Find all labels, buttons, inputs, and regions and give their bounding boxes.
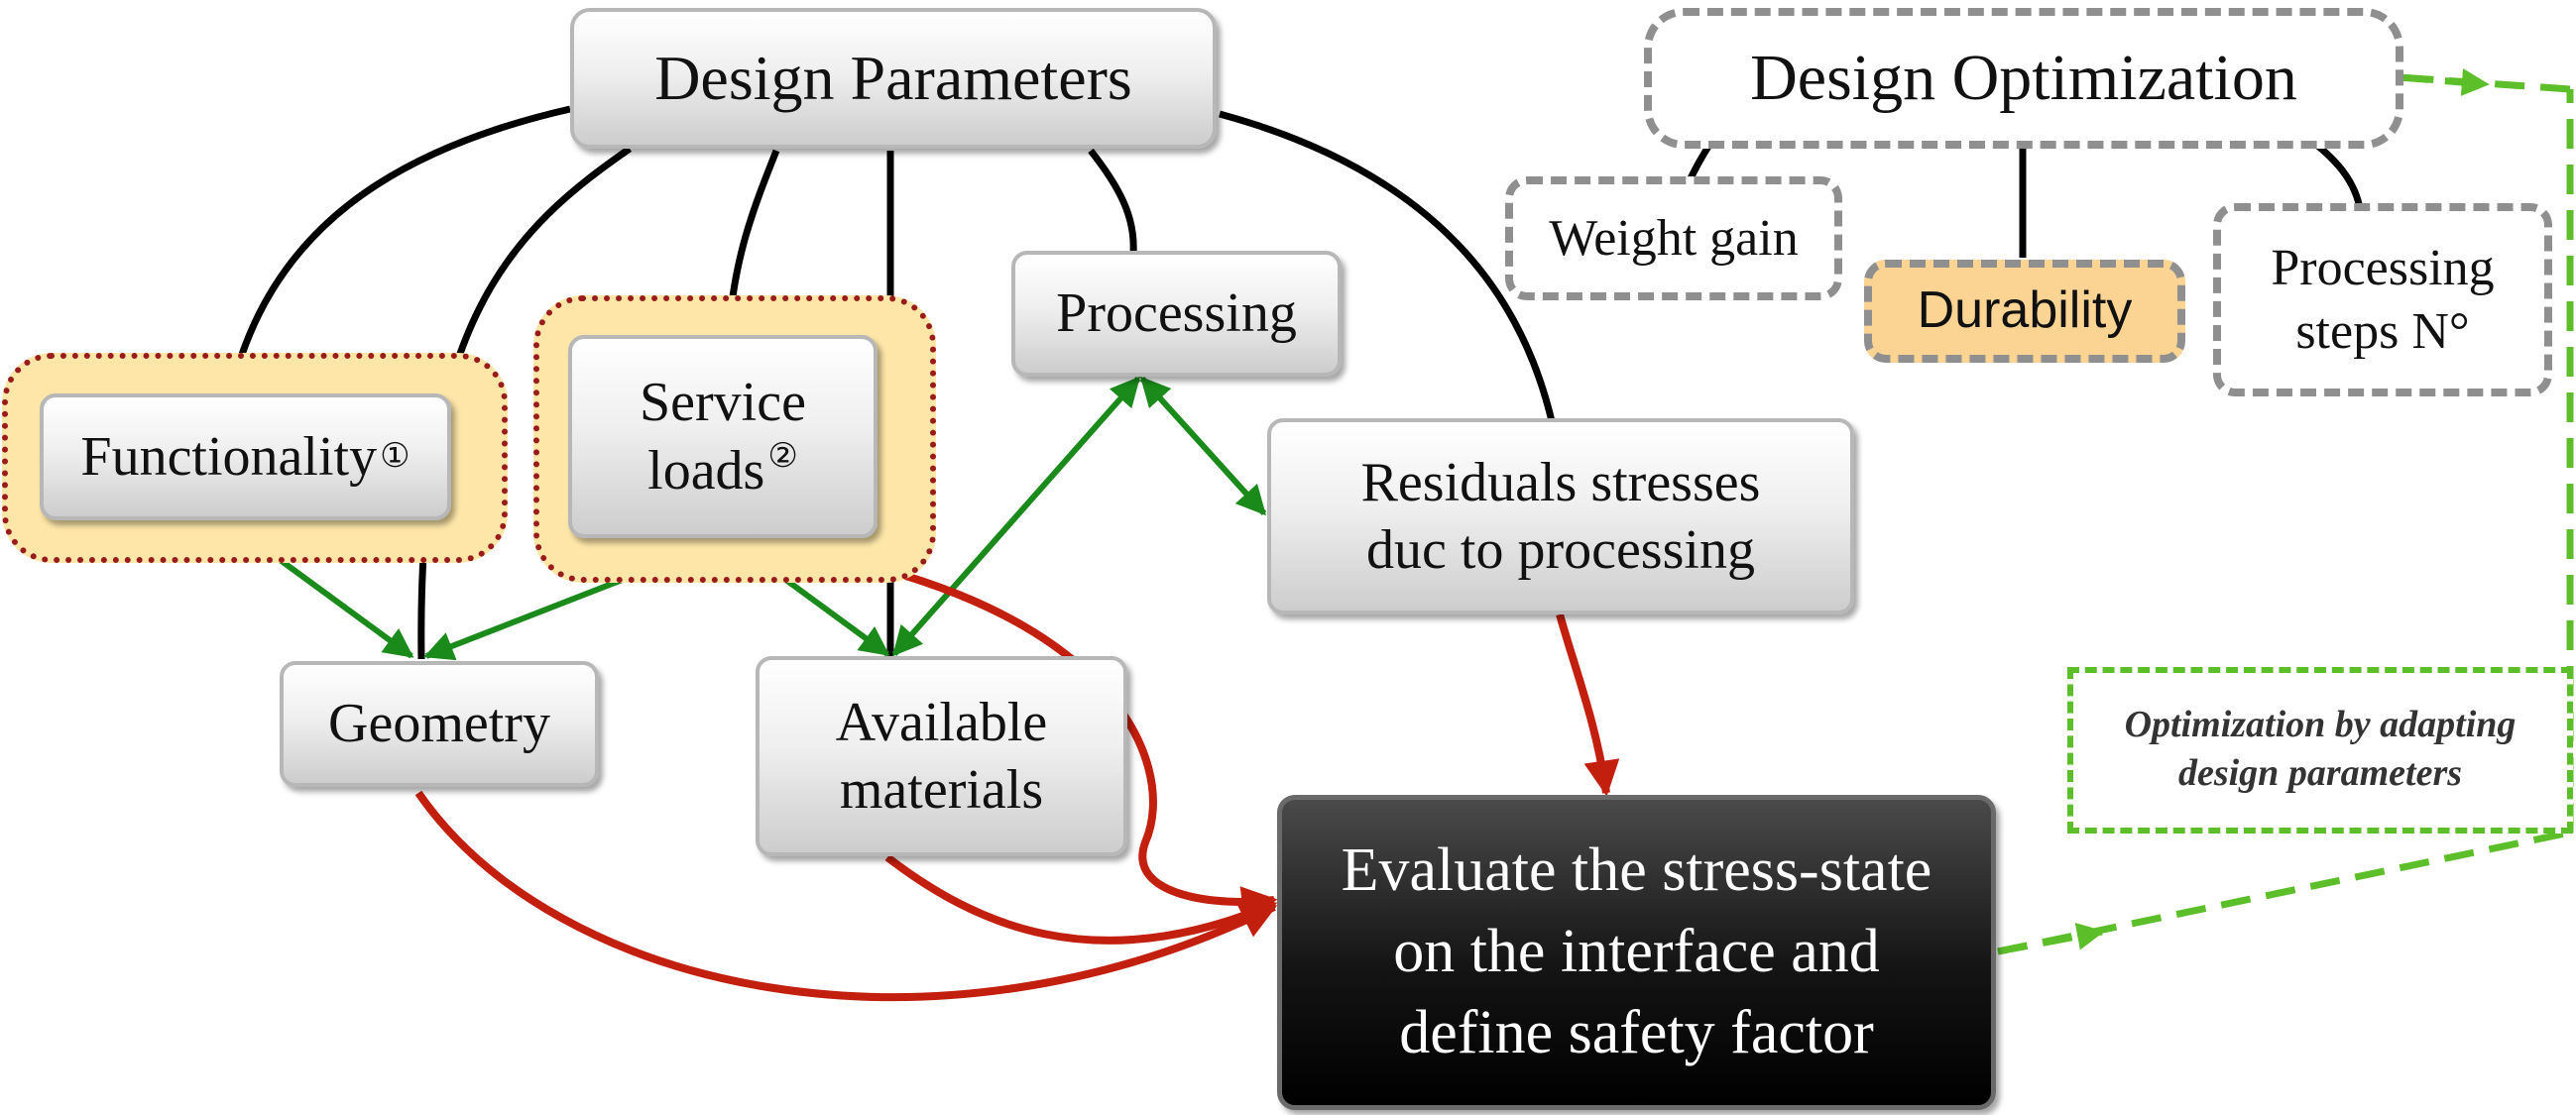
evaluate-line1: Evaluate the stress-state xyxy=(1341,836,1932,905)
durability-node: Durability xyxy=(1864,260,2185,363)
link-to-functionality xyxy=(226,105,571,397)
weight-gain-node: Weight gain xyxy=(1505,176,1842,300)
circled-number-one: ① xyxy=(380,438,410,476)
circled-number-two: ② xyxy=(767,438,798,475)
service-loads-line2-wrap: loads② xyxy=(647,436,798,504)
optimization-annotation-box: Optimization by adapting design paramete… xyxy=(2067,667,2573,834)
geometry-node: Geometry xyxy=(280,661,599,787)
weight-gain-label: Weight gain xyxy=(1549,209,1799,267)
flow-geometry-to-evaluate xyxy=(414,790,1278,1002)
residual-stresses-line1: Residuals stresses xyxy=(1360,451,1761,513)
processing-steps-line2: steps N° xyxy=(2295,302,2470,360)
evaluate-line3: define safety factor xyxy=(1399,998,1874,1066)
design-optimization-label: Design Optimization xyxy=(1750,41,2297,114)
feedback-arrowhead-lower xyxy=(1997,922,2105,955)
residual-stresses-line2: duc to processing xyxy=(1366,519,1755,581)
available-materials-node: Available materials xyxy=(756,656,1127,856)
service-loads-node: Service loads② xyxy=(568,335,878,538)
functionality-label: Functionality xyxy=(80,425,378,488)
processing-label: Processing xyxy=(1056,282,1297,345)
annotation-line2: design parameters xyxy=(2177,752,2463,795)
design-parameters-node: Design Parameters xyxy=(570,8,1217,149)
design-optimization-node: Design Optimization xyxy=(1644,8,2403,149)
design-parameters-label: Design Parameters xyxy=(654,42,1132,113)
residual-stresses-node: Residuals stresses duc to processing xyxy=(1267,418,1854,614)
available-materials-line2: materials xyxy=(839,759,1044,821)
processing-steps-line1: Processing xyxy=(2271,240,2495,297)
arrow-processing-residual xyxy=(1139,376,1267,516)
processing-node: Processing xyxy=(1011,251,1342,377)
evaluate-node: Evaluate the stress-state on the interfa… xyxy=(1277,795,1996,1110)
link-to-residual-stresses xyxy=(1219,110,1556,422)
flow-materials-to-evaluate xyxy=(884,853,1278,945)
feedback-evaluate-to-annotation xyxy=(1997,829,2571,955)
service-loads-line1: Service xyxy=(640,371,806,433)
flow-residual-to-evaluate xyxy=(1556,613,1620,797)
geometry-label: Geometry xyxy=(328,693,550,755)
link-to-processing xyxy=(1088,148,1137,254)
durability-label: Durability xyxy=(1917,281,2133,340)
processing-steps-node: Processing steps N° xyxy=(2213,203,2552,396)
evaluation-flows xyxy=(414,536,1620,1002)
feedback-loop xyxy=(1997,68,2574,955)
arrow-processing-materials xyxy=(891,376,1141,657)
flow-service-loads-to-evaluate xyxy=(728,536,1278,922)
available-materials-line1: Available xyxy=(835,691,1048,753)
annotation-line1: Optimization by adapting xyxy=(2124,704,2517,745)
annotation-text: Optimization by adapting design paramete… xyxy=(2073,701,2567,799)
evaluate-line2: on the interface and xyxy=(1393,918,1880,986)
link-to-processing-steps xyxy=(2312,141,2364,209)
service-loads-line2: loads xyxy=(647,440,765,502)
feedback-arrowhead-upper xyxy=(2399,68,2490,96)
